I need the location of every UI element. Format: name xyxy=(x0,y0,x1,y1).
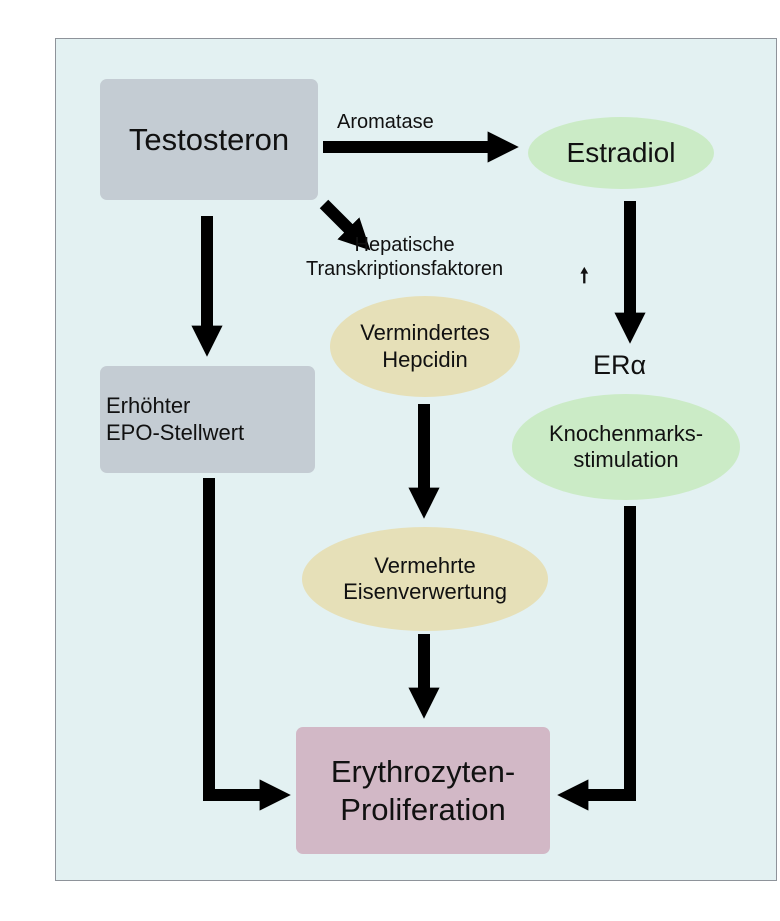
label-er-alpha: ERα xyxy=(593,350,647,380)
arrow-knochenmark-proliferation xyxy=(557,506,636,811)
node-proliferation: Erythrozyten- Proliferation xyxy=(296,727,550,854)
node-estradiol: Estradiol xyxy=(528,117,714,189)
node-estradiol-label: Estradiol xyxy=(566,137,676,168)
node-epo: Erhöhter EPO-Stellwert xyxy=(100,366,315,473)
node-hepcidin-label: Vermindertes Hepcidin xyxy=(360,320,490,372)
node-knochenmark: Knochenmarks- stimulation xyxy=(512,394,740,500)
arrow-epo-proliferation xyxy=(203,478,291,811)
arrow-testosteron-hepatic xyxy=(319,199,371,251)
node-testosteron: Testosteron xyxy=(100,79,318,200)
node-hepcidin: Vermindertes Hepcidin xyxy=(330,296,520,397)
node-eisen: Vermehrte Eisenverwertung xyxy=(302,527,548,631)
node-knochenmark-label: Knochenmarks- stimulation xyxy=(548,420,704,472)
node-eisen-label: Vermehrte Eisenverwertung xyxy=(343,552,507,604)
node-epo-label: Erhöhter EPO-Stellwert xyxy=(106,393,245,445)
label-hepatic: Hepatische Transkriptionsfaktoren xyxy=(306,234,504,280)
label-aromatase: Aromatase xyxy=(337,111,434,133)
node-testosteron-label: Testosteron xyxy=(128,121,290,157)
up-arrow-icon: 🠕 xyxy=(580,265,589,287)
node-proliferation-label: Erythrozyten- Proliferation xyxy=(330,754,516,827)
